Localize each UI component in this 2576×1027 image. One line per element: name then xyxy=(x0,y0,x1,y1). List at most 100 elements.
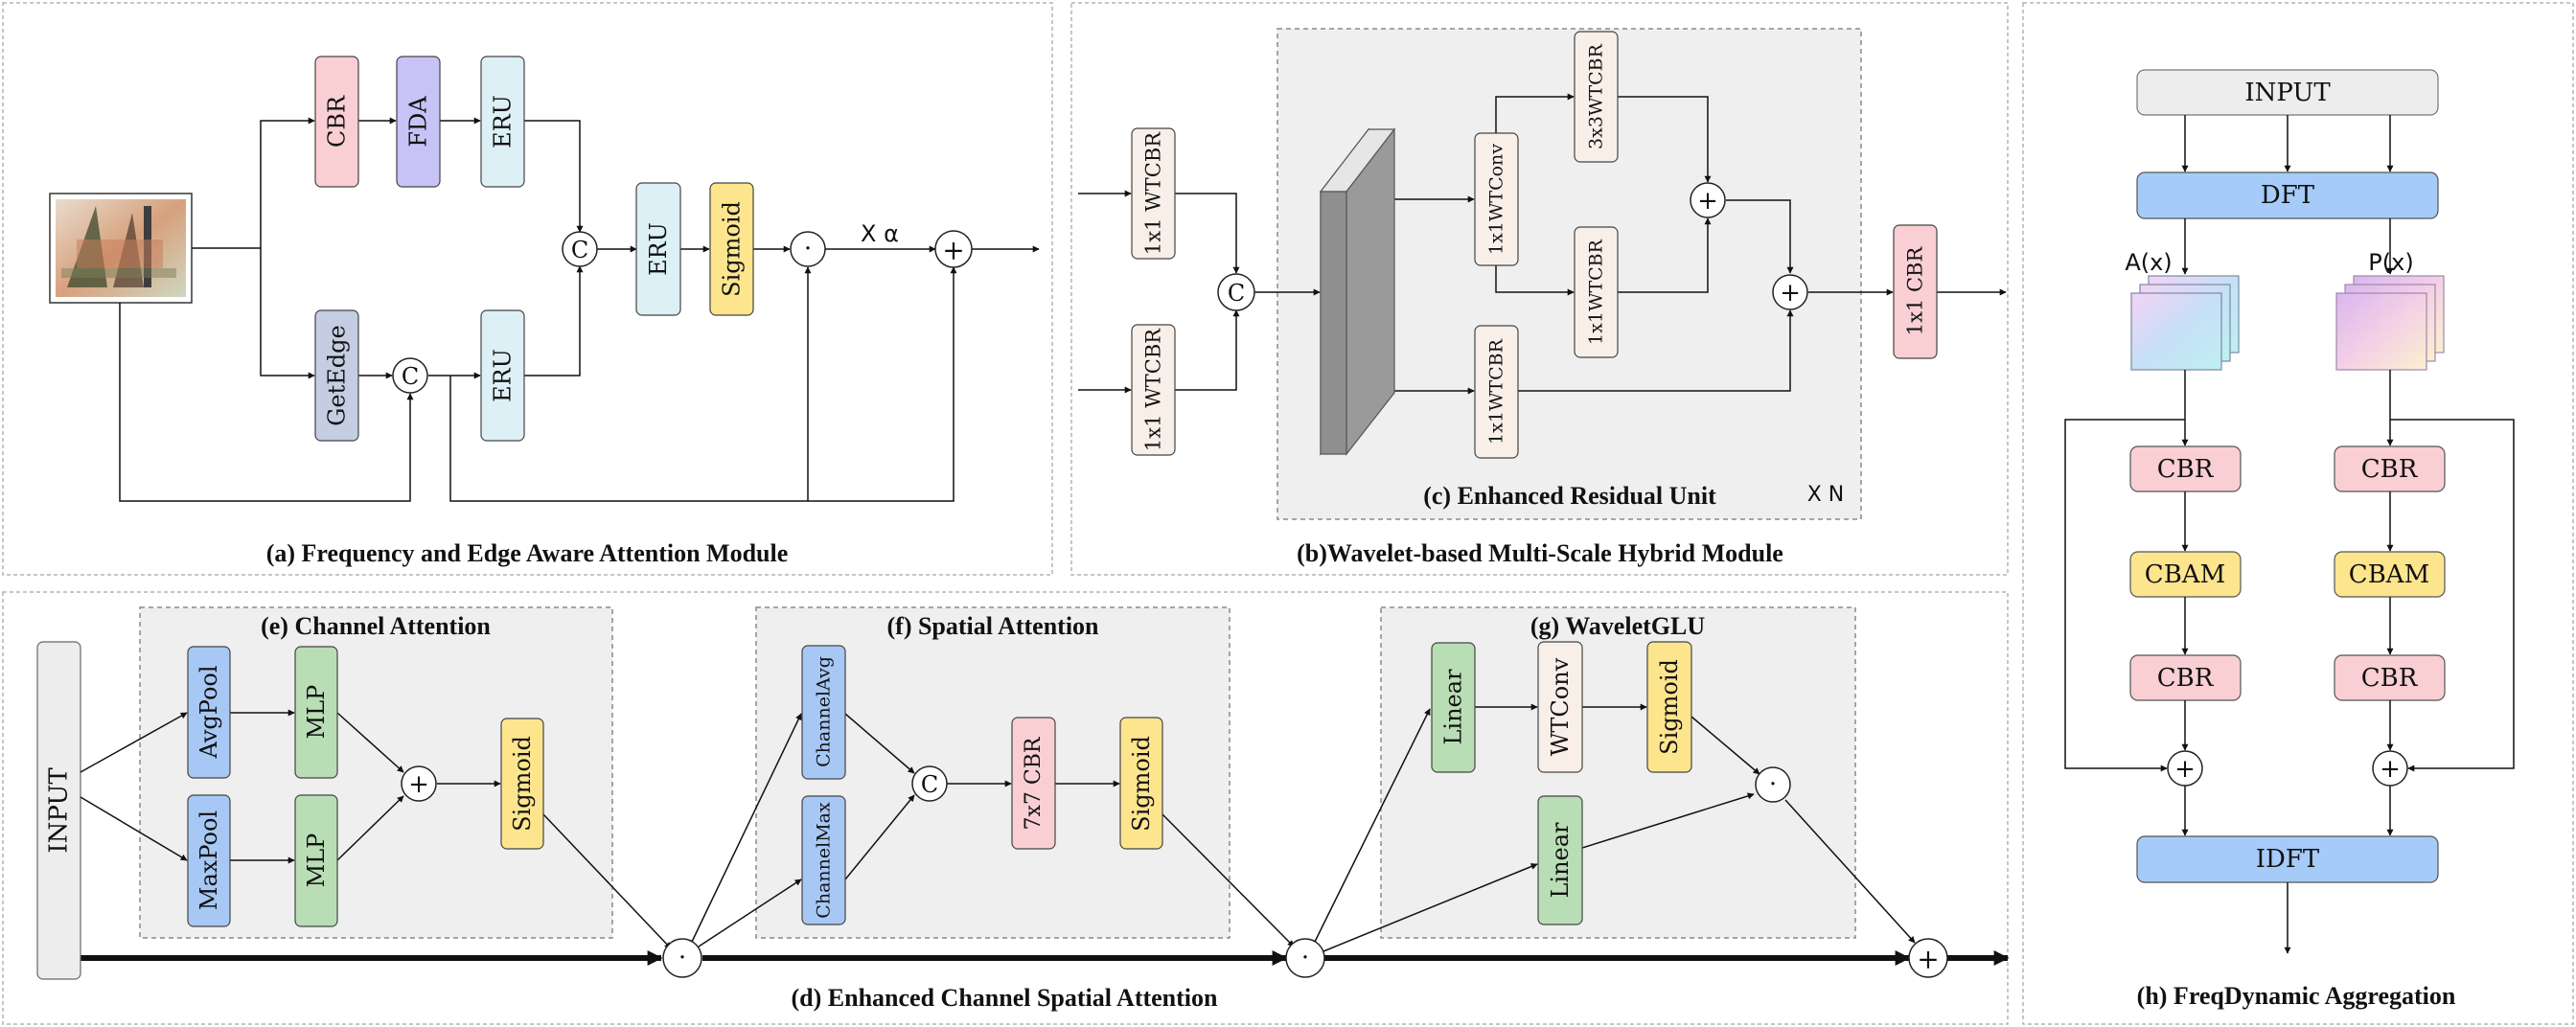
panel-b-frame xyxy=(1070,2,2009,576)
svg-text:ERU: ERU xyxy=(645,222,672,276)
phase-label: P(x) xyxy=(2368,249,2413,276)
svg-text:Linear: Linear xyxy=(1547,822,1574,899)
svg-text:1x1 WTCBR: 1x1 WTCBR xyxy=(1142,328,1165,451)
maxpool-block: MaxPool xyxy=(187,794,231,927)
svg-text:+: + xyxy=(1697,187,1718,216)
panel-h: INPUT DFT A(x) P(x) CBR xyxy=(2064,69,2515,1010)
eru-block-bottom: ERU xyxy=(480,309,525,442)
cbam-block-h-right: CBAM xyxy=(2334,551,2446,598)
svg-text:+: + xyxy=(2174,755,2196,784)
svg-text:+: + xyxy=(2380,755,2401,784)
svg-text:CBAM: CBAM xyxy=(2145,560,2225,589)
panel-c-caption: (c) Enhanced Residual Unit xyxy=(1423,482,1716,510)
add-op-b2: + xyxy=(1772,274,1808,310)
svg-text:CBR: CBR xyxy=(2157,455,2215,484)
cbr-block-h-right-1: CBR xyxy=(2334,445,2446,492)
multiply-op-a: · xyxy=(790,231,826,267)
amplitude-label: A(x) xyxy=(2125,249,2172,276)
add-op-e: + xyxy=(401,765,437,802)
wtconv-block: WTConv xyxy=(1537,641,1583,773)
wtcbr-block-top: 1x1 WTCBR xyxy=(1131,127,1176,260)
svg-text:ChannelMax: ChannelMax xyxy=(814,802,835,919)
wtcbr-block-bottom: 1x1 WTCBR xyxy=(1131,324,1176,456)
svg-text:INPUT: INPUT xyxy=(2244,79,2331,107)
svg-text:+: + xyxy=(942,235,964,266)
svg-text:AvgPool: AvgPool xyxy=(196,665,222,759)
input-block-h: INPUT xyxy=(2136,69,2439,116)
svg-text:3x3WTCBR: 3x3WTCBR xyxy=(1586,43,1607,149)
cbr-block: CBR xyxy=(314,56,359,188)
svg-text:1x1 WTCBR: 1x1 WTCBR xyxy=(1142,131,1165,255)
eru-block-mid: ERU xyxy=(635,182,681,316)
svg-text:C: C xyxy=(571,237,588,263)
concat-op-a2: C xyxy=(392,357,428,394)
cbr-block-h-right-2: CBR xyxy=(2334,654,2446,701)
svg-text:CBR: CBR xyxy=(2157,664,2215,693)
svg-text:ERU: ERU xyxy=(490,95,517,148)
add-op-b1: + xyxy=(1690,182,1726,218)
svg-text:·: · xyxy=(804,235,812,263)
phase-maps xyxy=(2335,275,2445,371)
panel-e-caption: (e) Channel Attention xyxy=(261,612,491,640)
svg-text:MaxPool: MaxPool xyxy=(196,810,222,910)
input-image xyxy=(49,193,193,304)
svg-text:ChannelAvg: ChannelAvg xyxy=(814,656,835,767)
svg-text:1x1WTCBR: 1x1WTCBR xyxy=(1586,239,1607,345)
svg-text:ERU: ERU xyxy=(490,349,517,402)
panel-d-frame xyxy=(2,591,2009,1025)
svg-text:MLP: MLP xyxy=(303,833,330,888)
concat-op-b: C xyxy=(1217,273,1255,311)
concat-op-a1: C xyxy=(562,231,598,267)
mlp-block-bottom: MLP xyxy=(294,794,338,927)
panel-h-frame xyxy=(2022,2,2574,1025)
add-op-h-right: + xyxy=(2372,750,2408,787)
svg-text:1x1 CBR: 1x1 CBR xyxy=(1904,246,1927,336)
linear-block-bottom: Linear xyxy=(1537,795,1583,925)
svg-text:1x1WTConv: 1x1WTConv xyxy=(1486,144,1507,255)
add-op-h-left: + xyxy=(2167,750,2203,787)
wtconv-block-1x1: 1x1WTConv xyxy=(1474,132,1519,266)
svg-text:Sigmoid: Sigmoid xyxy=(719,201,746,297)
svg-text:INPUT: INPUT xyxy=(45,767,74,854)
wtcbr-block-branch: 1x1WTCBR xyxy=(1574,226,1619,358)
svg-text:WTConv: WTConv xyxy=(1547,657,1574,756)
fda-block: FDA xyxy=(396,56,441,188)
multiply-op-d1: · xyxy=(662,938,702,978)
panel-a-frame xyxy=(2,2,1053,576)
panel-b: 1x1 WTCBR 1x1 WTCBR C 1x1WTConv 1x1WTCBR… xyxy=(1078,28,2007,567)
svg-text:Sigmoid: Sigmoid xyxy=(509,736,536,832)
svg-text:+: + xyxy=(1917,944,1939,975)
svg-text:·: · xyxy=(1769,770,1777,799)
linear-block-top: Linear xyxy=(1431,642,1476,773)
svg-text:CBR: CBR xyxy=(2361,664,2419,693)
sigmoid-block-e: Sigmoid xyxy=(500,718,544,850)
svg-text:C: C xyxy=(921,771,938,798)
cbr-block-h-left-1: CBR xyxy=(2129,445,2242,492)
svg-text:CBAM: CBAM xyxy=(2349,560,2429,589)
panel-f-caption: (f) Spatial Attention xyxy=(887,612,1100,640)
svg-text:CBR: CBR xyxy=(324,95,351,148)
panel-a: CBR FDA ERU GetEdge ERU ERU Sigmoid xyxy=(49,56,1040,567)
sigmoid-block-g: Sigmoid xyxy=(1646,641,1692,773)
panel-d: (e) Channel Attention (f) Spatial Attent… xyxy=(36,606,2010,1012)
channelmax-block: ChannelMax xyxy=(801,795,846,925)
panel-g-caption: (g) WaveletGLU xyxy=(1530,612,1705,640)
svg-text:MLP: MLP xyxy=(303,685,330,740)
sigmoid-block-f: Sigmoid xyxy=(1119,717,1163,850)
mlp-block-top: MLP xyxy=(294,646,338,779)
input-block-d: INPUT xyxy=(36,641,81,980)
getedge-block: GetEdge xyxy=(314,309,359,442)
add-op-d: + xyxy=(1908,938,1948,978)
svg-text:DFT: DFT xyxy=(2261,181,2315,210)
scale-alpha-label: X α xyxy=(861,220,899,247)
repeat-n-label: X N xyxy=(1807,483,1845,507)
dft-block: DFT xyxy=(2136,171,2439,219)
eru-block-top: ERU xyxy=(480,56,525,188)
svg-text:7x7 CBR: 7x7 CBR xyxy=(1022,736,1046,830)
amplitude-maps xyxy=(2130,275,2240,371)
multiply-op-d2: · xyxy=(1285,938,1325,978)
sigmoid-block-a: Sigmoid xyxy=(709,182,754,316)
svg-text:Sigmoid: Sigmoid xyxy=(1128,736,1155,832)
multiply-op-g: · xyxy=(1755,766,1791,803)
